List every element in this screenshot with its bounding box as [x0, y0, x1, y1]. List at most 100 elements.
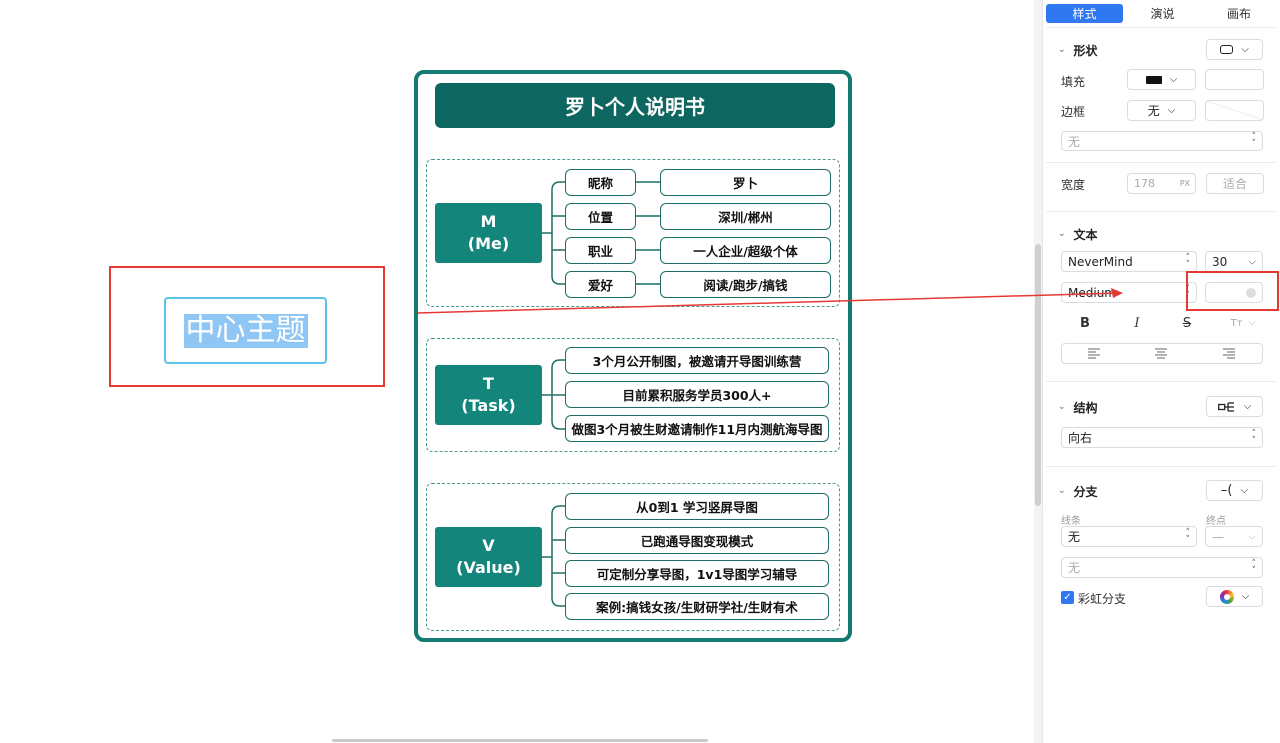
main-node-me-sub: (Me)	[467, 234, 510, 253]
center-topic-text[interactable]: 中心主题	[183, 312, 308, 348]
task-item[interactable]: 目前累积服务学员300人+	[565, 381, 829, 408]
fill-label: 填充	[1061, 75, 1086, 89]
main-node-value-sub: (Value)	[456, 558, 521, 577]
fit-width-label: 适合	[1222, 177, 1247, 191]
me-key-job[interactable]: 职业	[565, 237, 636, 264]
structure-direction-select[interactable]: 向右 ˄˅	[1061, 427, 1263, 448]
font-size-select[interactable]: 30 ⌵	[1205, 251, 1263, 272]
value-item[interactable]: 已跑通导图变现模式	[565, 527, 829, 554]
value-item[interactable]: 可定制分享导图，1v1导图学习辅导	[565, 560, 829, 587]
tab-canvas[interactable]: 画布	[1226, 7, 1251, 21]
bold-button[interactable]: B	[1080, 315, 1090, 331]
chevron-down-icon: ⌄	[1058, 402, 1066, 412]
width-input[interactable]: 178 PX	[1127, 173, 1196, 194]
font-weight-value: Medium	[1068, 285, 1116, 300]
chevron-down-icon: ⌄	[1058, 486, 1066, 496]
fill-style-select[interactable]: ⌵	[1127, 69, 1196, 90]
card-title[interactable]: 罗卜个人说明书	[435, 83, 835, 128]
text-align-group	[1061, 343, 1263, 364]
section-text-header[interactable]: ⌄ 文本	[1058, 226, 1098, 242]
text-case-button[interactable]: Tт ⌵	[1222, 314, 1264, 332]
strikethrough-button[interactable]: S	[1182, 315, 1192, 331]
structure-right-icon	[1217, 401, 1234, 412]
tab-presentation[interactable]: 演说	[1150, 7, 1175, 21]
main-node-me[interactable]: M (Me)	[435, 203, 542, 263]
structure-direction-value: 向右	[1068, 431, 1093, 445]
chevron-down-icon: ⌵	[1240, 485, 1249, 496]
border-label: 边框	[1061, 105, 1086, 119]
border-style-value: 无	[1147, 104, 1160, 118]
updown-icon: ˄˅	[1185, 527, 1191, 545]
horizontal-scrollbar[interactable]	[332, 739, 708, 742]
font-weight-select[interactable]: Medium ˄˅	[1061, 282, 1197, 303]
task-item[interactable]: 3个月公开制图，被邀请开导图训练营	[565, 347, 829, 374]
align-right-icon[interactable]	[1223, 348, 1236, 359]
main-node-task[interactable]: T (Task)	[435, 365, 542, 425]
updown-icon: ˄˅	[1185, 252, 1191, 270]
me-value-location[interactable]: 深圳/郴州	[660, 203, 831, 230]
divider	[1046, 381, 1276, 382]
align-left-icon[interactable]	[1088, 348, 1101, 359]
chevron-down-icon: ⌵	[1243, 401, 1252, 412]
width-unit: PX	[1179, 179, 1190, 188]
task-item[interactable]: 做图3个月被生财邀请制作11月内测航海导图	[565, 415, 829, 442]
fit-width-button[interactable]: 适合	[1206, 173, 1264, 194]
me-value-job[interactable]: 一人企业/超级个体	[660, 237, 831, 264]
border-line-select[interactable]: 无 ˄˅	[1061, 131, 1263, 151]
branch-extra-value: 无	[1068, 561, 1081, 575]
font-size-value: 30	[1212, 254, 1228, 269]
italic-button[interactable]: I	[1134, 315, 1140, 331]
me-key-location[interactable]: 位置	[565, 203, 636, 230]
endpoint-label: 终点	[1206, 516, 1226, 527]
branch-style-select[interactable]: –( ⌵	[1206, 480, 1263, 501]
text-color-input[interactable]	[1205, 282, 1263, 303]
section-structure-title: 结构	[1073, 400, 1098, 415]
me-key-hobby[interactable]: 爱好	[565, 271, 636, 298]
chevron-down-icon: ⌵	[1248, 318, 1256, 328]
section-task	[426, 338, 840, 452]
rainbow-palette-select[interactable]: ⌵	[1206, 586, 1263, 607]
branch-extra-select[interactable]: 无 ˄˅	[1061, 557, 1263, 578]
text-case-label: Tт	[1230, 317, 1243, 329]
divider	[1046, 162, 1276, 163]
divider	[1046, 466, 1276, 467]
main-node-me-label: M	[480, 212, 497, 231]
value-item[interactable]: 案例:搞钱女孩/生财研学社/生财有术	[565, 593, 829, 620]
branch-endpoint-select[interactable]: — ⌵	[1205, 526, 1263, 547]
annotation-box-right	[1186, 271, 1279, 311]
shape-select[interactable]: ⌵	[1206, 39, 1263, 60]
branch-line-select[interactable]: 无 ˄˅	[1061, 526, 1197, 547]
border-style-select[interactable]: 无 ⌵	[1127, 100, 1196, 121]
value-item[interactable]: 从0到1 学习竖屏导图	[565, 493, 829, 520]
align-center-icon[interactable]	[1155, 348, 1168, 359]
me-key-nickname[interactable]: 昵称	[565, 169, 636, 196]
me-value-nickname[interactable]: 罗卜	[660, 169, 831, 196]
border-color-input[interactable]	[1205, 100, 1264, 121]
divider	[1046, 27, 1276, 28]
me-value-hobby[interactable]: 阅读/跑步/搞钱	[660, 271, 831, 298]
branch-endpoint-value: —	[1212, 529, 1224, 544]
section-branch-header[interactable]: ⌄ 分支	[1058, 483, 1098, 499]
fill-color-input[interactable]	[1205, 69, 1264, 90]
main-node-value[interactable]: V (Value)	[435, 527, 542, 587]
rainbow-branch-checkbox[interactable]: ✓	[1061, 591, 1074, 604]
updown-icon: ˄˅	[1251, 428, 1257, 446]
center-topic-node[interactable]: 中心主题	[164, 297, 327, 364]
section-structure-header[interactable]: ⌄ 结构	[1058, 399, 1098, 415]
structure-select[interactable]: ⌵	[1206, 396, 1263, 417]
branch-curve-icon: –(	[1220, 483, 1233, 498]
chevron-down-icon: ⌄	[1058, 45, 1066, 55]
font-family-select[interactable]: NeverMind ˄˅	[1061, 251, 1197, 272]
panel-tabs: 样式 演说 画布	[1046, 2, 1276, 23]
chevron-down-icon: ⌄	[1058, 229, 1066, 239]
section-shape-title: 形状	[1073, 43, 1098, 58]
style-panel	[1042, 0, 1280, 743]
width-value: 178	[1134, 177, 1155, 190]
section-shape-header[interactable]: ⌄ 形状	[1058, 42, 1098, 58]
tab-style[interactable]: 样式	[1046, 4, 1123, 23]
width-label: 宽度	[1061, 178, 1086, 192]
vertical-scrollbar-thumb[interactable]	[1035, 244, 1041, 506]
main-node-task-label: T	[483, 374, 494, 393]
chevron-down-icon: ⌵	[1248, 531, 1256, 542]
section-branch-title: 分支	[1073, 484, 1098, 499]
